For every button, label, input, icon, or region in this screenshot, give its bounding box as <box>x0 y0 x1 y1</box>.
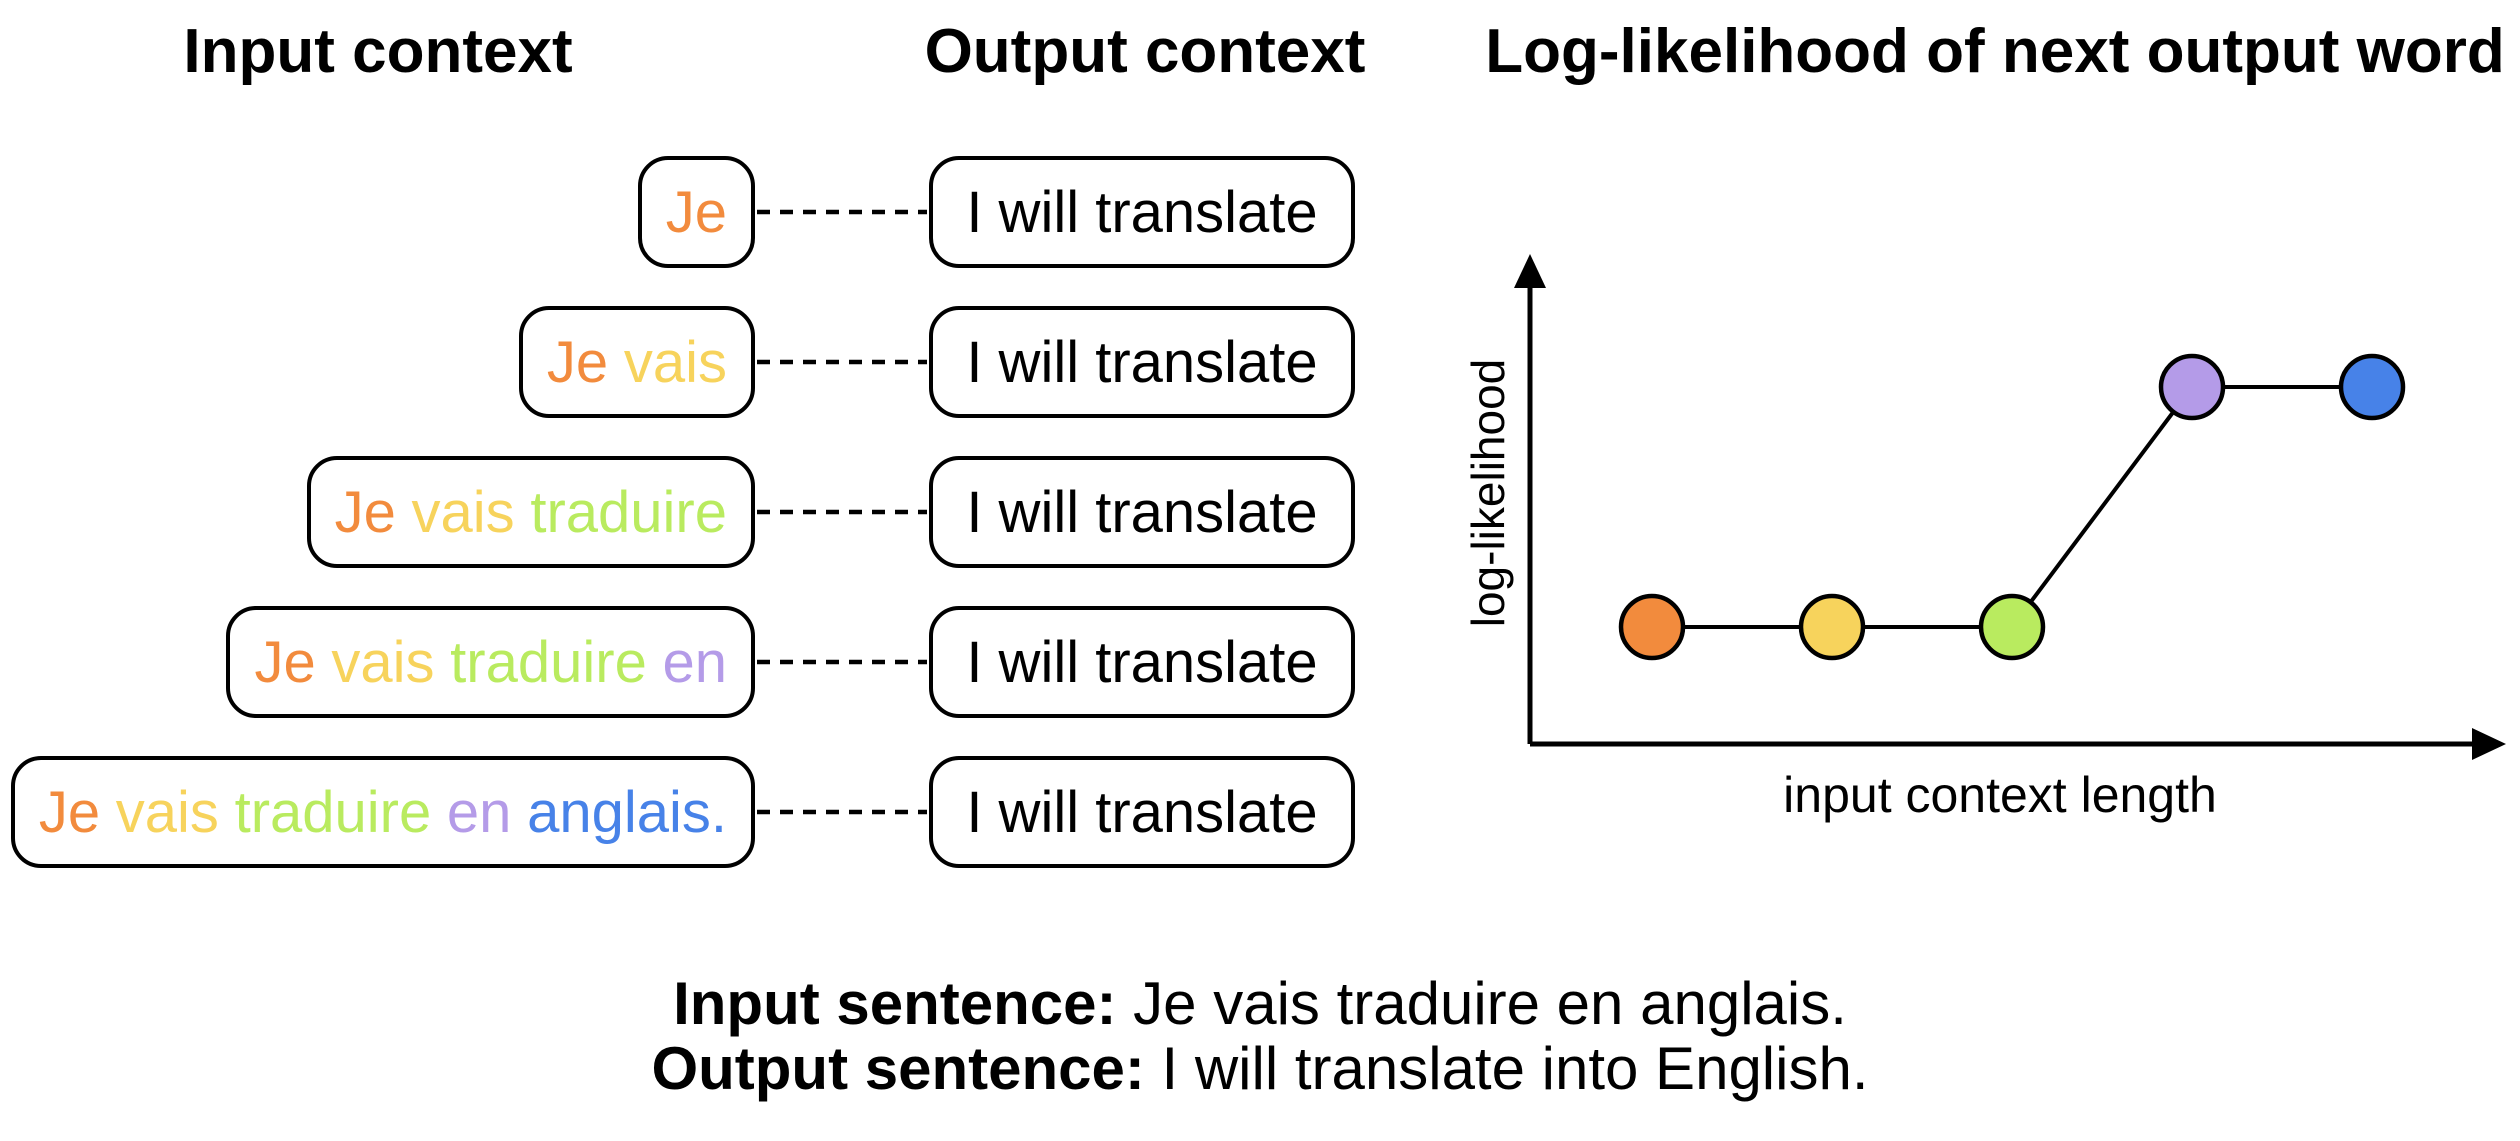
input-context-box: Je <box>637 156 755 268</box>
data-point-purple <box>2158 353 2226 421</box>
output-context-box: I will translate <box>929 156 1355 268</box>
input-word: en <box>662 629 727 695</box>
x-axis-arrowhead-icon <box>2472 728 2506 760</box>
input-word: Je <box>546 329 609 395</box>
input-word: vais <box>411 479 515 545</box>
output-context-header: Output context <box>924 17 1366 86</box>
output-sentence-line: Output sentence: I will translate into E… <box>360 1034 2160 1102</box>
output-context-box: I will translate <box>929 306 1355 418</box>
chart-title: Log-likelihood of next output word <box>1485 17 2505 86</box>
log-likelihood-chart <box>1514 254 2506 760</box>
y-axis-arrowhead-icon <box>1514 254 1546 288</box>
data-point-blue <box>2338 353 2406 421</box>
input-sentence-label: Input sentence: <box>673 970 1117 1037</box>
output-sentence-label: Output sentence: <box>651 1034 1145 1102</box>
input-word: traduire <box>234 779 432 845</box>
output-context-box: I will translate <box>929 756 1355 868</box>
input-word: vais <box>115 779 219 845</box>
input-context-header: Input context <box>183 17 573 86</box>
caption: Input sentence: Je vais traduire en angl… <box>360 970 2160 1102</box>
input-word: Je <box>665 179 727 245</box>
input-sentence-value: Je vais traduire en anglais. <box>1133 970 1847 1037</box>
chart-series <box>1618 353 2406 661</box>
input-word: anglais. <box>527 779 727 845</box>
data-point-yellow <box>1798 593 1866 661</box>
input-word: Je <box>38 779 101 845</box>
input-word: traduire <box>530 479 727 545</box>
input-word: en <box>446 779 512 845</box>
input-word: vais <box>331 629 435 695</box>
data-point-green <box>1978 593 2046 661</box>
input-word: vais <box>623 329 727 395</box>
y-axis-label: log-likelihood <box>1462 358 1514 628</box>
output-sentence-value: I will translate into English. <box>1161 1034 1869 1102</box>
input-word: Je <box>334 479 396 545</box>
data-point-orange <box>1618 593 1686 661</box>
input-sentence-line: Input sentence: Je vais traduire en angl… <box>360 970 2160 1037</box>
x-axis-label: input context length <box>1783 767 2217 823</box>
output-context-box: I will translate <box>929 456 1355 568</box>
input-word: Je <box>254 629 316 695</box>
output-context-box: I will translate <box>929 606 1355 718</box>
series-line <box>1652 385 2372 629</box>
input-word: traduire <box>450 629 647 695</box>
